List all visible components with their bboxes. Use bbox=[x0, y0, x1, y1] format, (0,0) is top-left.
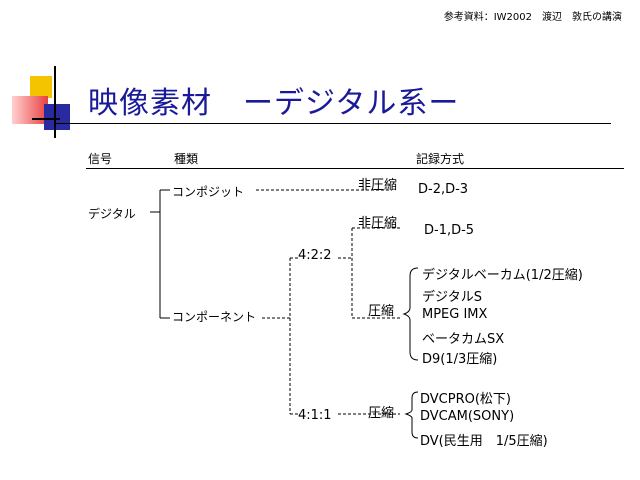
page-title: 映像素材 ーデジタル系ー bbox=[88, 86, 460, 121]
composite-mode: 非圧縮 bbox=[358, 178, 398, 193]
header-signal: 信号 bbox=[88, 152, 113, 166]
sampling-411-label: 4:1:1 bbox=[298, 408, 332, 423]
s422-format-item: D9(1/3圧縮) bbox=[422, 352, 498, 367]
s422-uncompressed-label: 非圧縮 bbox=[358, 216, 398, 231]
header-type: 種類 bbox=[174, 152, 199, 166]
s422-format-item: ベータカムSX bbox=[422, 332, 505, 347]
sampling-422-label: 4:2:2 bbox=[298, 248, 332, 263]
header-rule bbox=[86, 168, 624, 169]
s411-format-item: DVCPRO(松下) bbox=[420, 392, 512, 407]
deco-blue-square bbox=[44, 104, 70, 130]
s411-compressed-label: 圧縮 bbox=[368, 406, 395, 421]
source-note: 参考資料：IW2002 渡辺 敦氏の講演 bbox=[443, 12, 622, 23]
s422-uncompressed-formats: D-1,D-5 bbox=[424, 223, 475, 238]
s422-compressed-label: 圧縮 bbox=[368, 304, 395, 319]
deco-horizontal-line bbox=[32, 118, 60, 120]
composite-formats: D-2,D-3 bbox=[418, 182, 469, 197]
header-recording: 記録方式 bbox=[416, 152, 465, 166]
s422-format-item: デジタルS bbox=[422, 290, 482, 305]
component-label: コンポーネント bbox=[172, 310, 257, 324]
s422-format-item: デジタルベーカム(1/2圧縮) bbox=[422, 268, 583, 283]
title-underline bbox=[56, 123, 611, 124]
s411-format-item: DV(民生用 1/5圧縮) bbox=[420, 434, 548, 449]
s422-format-item: MPEG IMX bbox=[422, 307, 488, 322]
s411-format-item: DVCAM(SONY) bbox=[420, 409, 515, 424]
deco-vertical-line bbox=[54, 66, 56, 138]
composite-label: コンポジット bbox=[172, 185, 245, 199]
deco-yellow-square bbox=[30, 76, 52, 98]
signal-label: デジタル bbox=[88, 207, 136, 221]
